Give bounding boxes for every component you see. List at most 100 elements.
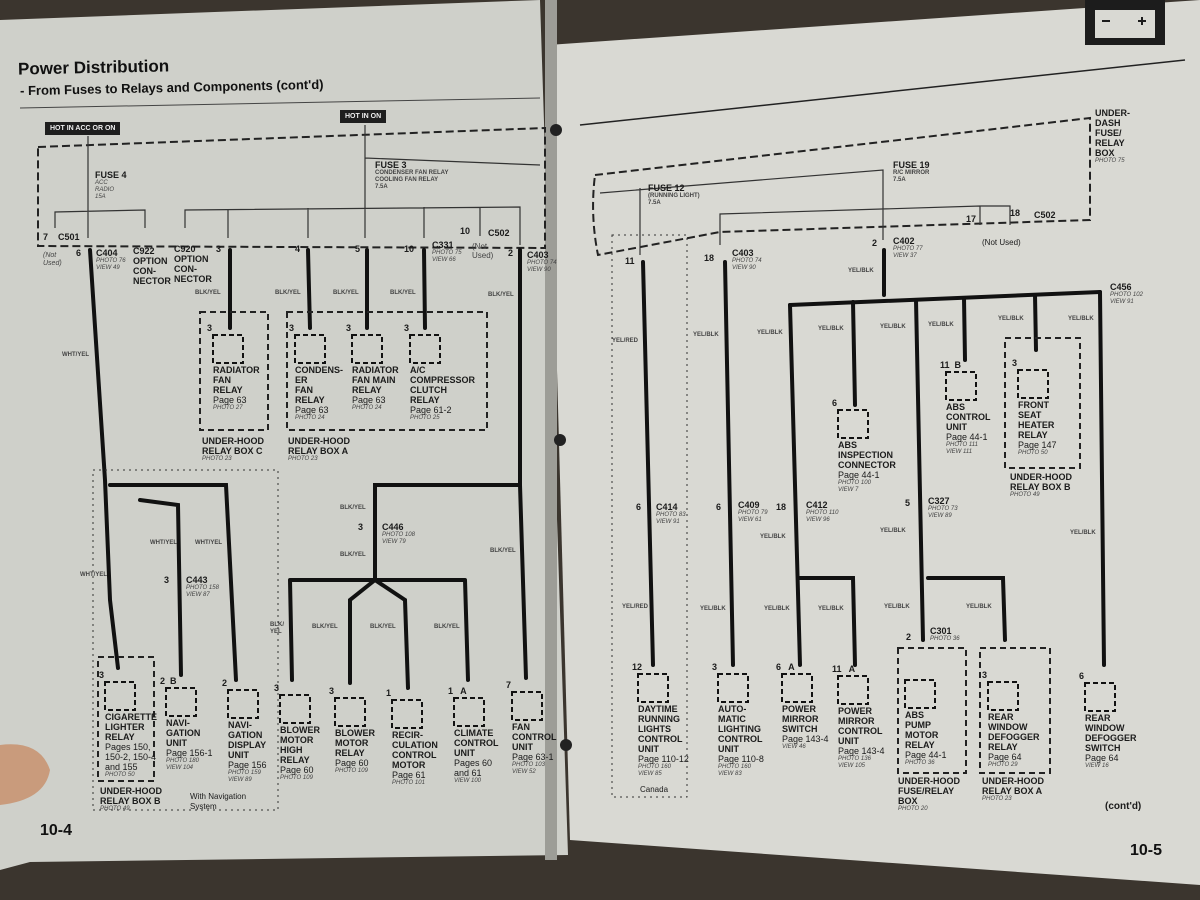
component-photo: PHOTO 101 xyxy=(392,780,425,786)
fuse-19-label: FUSE 19 xyxy=(893,160,930,170)
component-photo: PHOTO 24 xyxy=(352,405,382,411)
component-name: CONDENS- ER FAN RELAY xyxy=(295,365,344,405)
component-pin: 6 xyxy=(1079,671,1085,681)
component-photo: VIEW 16 xyxy=(1085,763,1109,769)
wire-color: YEL/BLK xyxy=(880,528,906,534)
component-symbol xyxy=(945,371,977,401)
component-photo: VIEW 100 xyxy=(454,778,482,784)
c502-label: C502 xyxy=(1034,210,1056,220)
c456-photo: PHOTO 102 VIEW 91 xyxy=(1110,292,1143,305)
c446-label: C446 xyxy=(382,522,404,532)
component-name: ABS INSPECTION CONNECTOR xyxy=(838,440,896,470)
wire-color: BLK/YEL xyxy=(488,292,514,298)
component-photo: PHOTO 111 VIEW 111 xyxy=(946,442,979,455)
component-symbol xyxy=(227,689,259,719)
c414-label: C414 xyxy=(656,502,678,512)
wire-yel-blk-c409 xyxy=(723,260,735,667)
component-name: RADIATOR FAN MAIN RELAY xyxy=(352,365,399,395)
page-number-left: 10-4 xyxy=(40,822,73,839)
component-photo: PHOTO 36 xyxy=(905,760,935,766)
wire-fuse4 xyxy=(54,125,541,245)
c403-photo: PHOTO 74 VIEW 90 xyxy=(527,260,557,273)
component-photo: VIEW 46 xyxy=(782,744,806,750)
component-page: Pages 60 and 61 xyxy=(454,758,493,778)
c409-photo: PHOTO 79 VIEW 61 xyxy=(738,510,768,523)
c922-label: C922 OPTION CON- NECTOR xyxy=(133,246,171,286)
wire-color: YEL/BLK xyxy=(966,604,992,610)
c404-pin: 6 xyxy=(76,248,82,258)
pin-3: 3 xyxy=(216,244,222,254)
component-symbol xyxy=(904,679,936,709)
wire-yel-red-c414 xyxy=(641,260,655,667)
fuse-relay-box-label: UNDER-HOOD FUSE/RELAY BOX xyxy=(898,776,960,806)
component-page: Page 60 xyxy=(335,758,369,768)
component-page: Page 44-1 xyxy=(946,432,988,442)
not-used-label: (Not Used) xyxy=(472,242,494,260)
c301-label: C301 xyxy=(930,626,952,636)
component-pin: 11 B xyxy=(940,360,962,370)
component-photo: PHOTO 50 xyxy=(105,772,135,778)
c412-pin: 18 xyxy=(776,502,787,512)
c502-pin-18: 18 xyxy=(1010,208,1021,218)
component-pin: 1 xyxy=(386,688,392,698)
wire-color: YEL/BLK xyxy=(818,326,844,332)
fuse-relay-box-outline xyxy=(897,647,967,774)
wire-color: YEL/BLK xyxy=(818,606,844,612)
wire-fuse12 xyxy=(599,169,1011,255)
component-pin: 11 A xyxy=(832,664,856,674)
relay-box-c-photo: PHOTO 23 xyxy=(202,456,232,462)
component-pin: 3 xyxy=(99,670,105,680)
component-name: DAYTIME RUNNING LIGHTS CONTROL UNIT xyxy=(638,704,683,754)
nav-system-note: With Navigation System xyxy=(190,792,247,811)
component-name: CLIMATE CONTROL UNIT xyxy=(454,728,499,758)
page-gutter xyxy=(545,0,557,860)
component-symbol xyxy=(334,697,366,727)
component-symbol xyxy=(453,697,485,727)
c404-label: C404 xyxy=(96,248,118,258)
component-symbol xyxy=(294,334,326,364)
component-symbol xyxy=(279,694,311,724)
component-page: Page 63 xyxy=(213,395,247,405)
binder-hole xyxy=(560,739,572,751)
wire-color: BLK/ YEL xyxy=(270,622,284,635)
header-rule xyxy=(19,97,541,109)
component-name: POWER MIRROR SWITCH xyxy=(782,704,819,734)
c402-pin: 2 xyxy=(872,238,878,248)
page-title: Power Distribution xyxy=(17,56,170,79)
component-page: Page 64 xyxy=(988,752,1022,762)
wire-color: BLK/YEL xyxy=(340,552,366,558)
component-photo: PHOTO 109 xyxy=(335,768,368,774)
fuse-box-boundary xyxy=(592,116,1091,257)
component-pin: 3 xyxy=(1012,358,1018,368)
c501-label: C501 xyxy=(58,232,80,242)
c443-pin: 3 xyxy=(164,575,170,585)
fuse-3-label: FUSE 3 xyxy=(375,160,407,170)
component-symbol xyxy=(511,691,543,721)
component-name: BLOWER MOTOR HIGH RELAY xyxy=(280,725,320,765)
wire-wht-yel-nav xyxy=(108,483,238,682)
c327-label: C327 xyxy=(928,496,950,506)
wire-color: YEL/BLK xyxy=(884,604,910,610)
wire-color: YEL/BLK xyxy=(757,330,783,336)
wire-color: YEL/BLK xyxy=(880,324,906,330)
component-photo: PHOTO 103 VIEW 52 xyxy=(512,762,545,775)
component-pin: 2 xyxy=(222,678,228,688)
wire-color: BLK/YEL xyxy=(275,290,301,296)
wire-yel-blk-c327 xyxy=(914,298,1007,642)
c412-label: C412 xyxy=(806,500,828,510)
wire-color: BLK/YEL xyxy=(434,624,460,630)
wire-yel-blk-c412 xyxy=(788,303,857,667)
c446-photo: PHOTO 108 VIEW 79 xyxy=(382,532,415,545)
component-name: BLOWER MOTOR RELAY xyxy=(335,728,375,758)
